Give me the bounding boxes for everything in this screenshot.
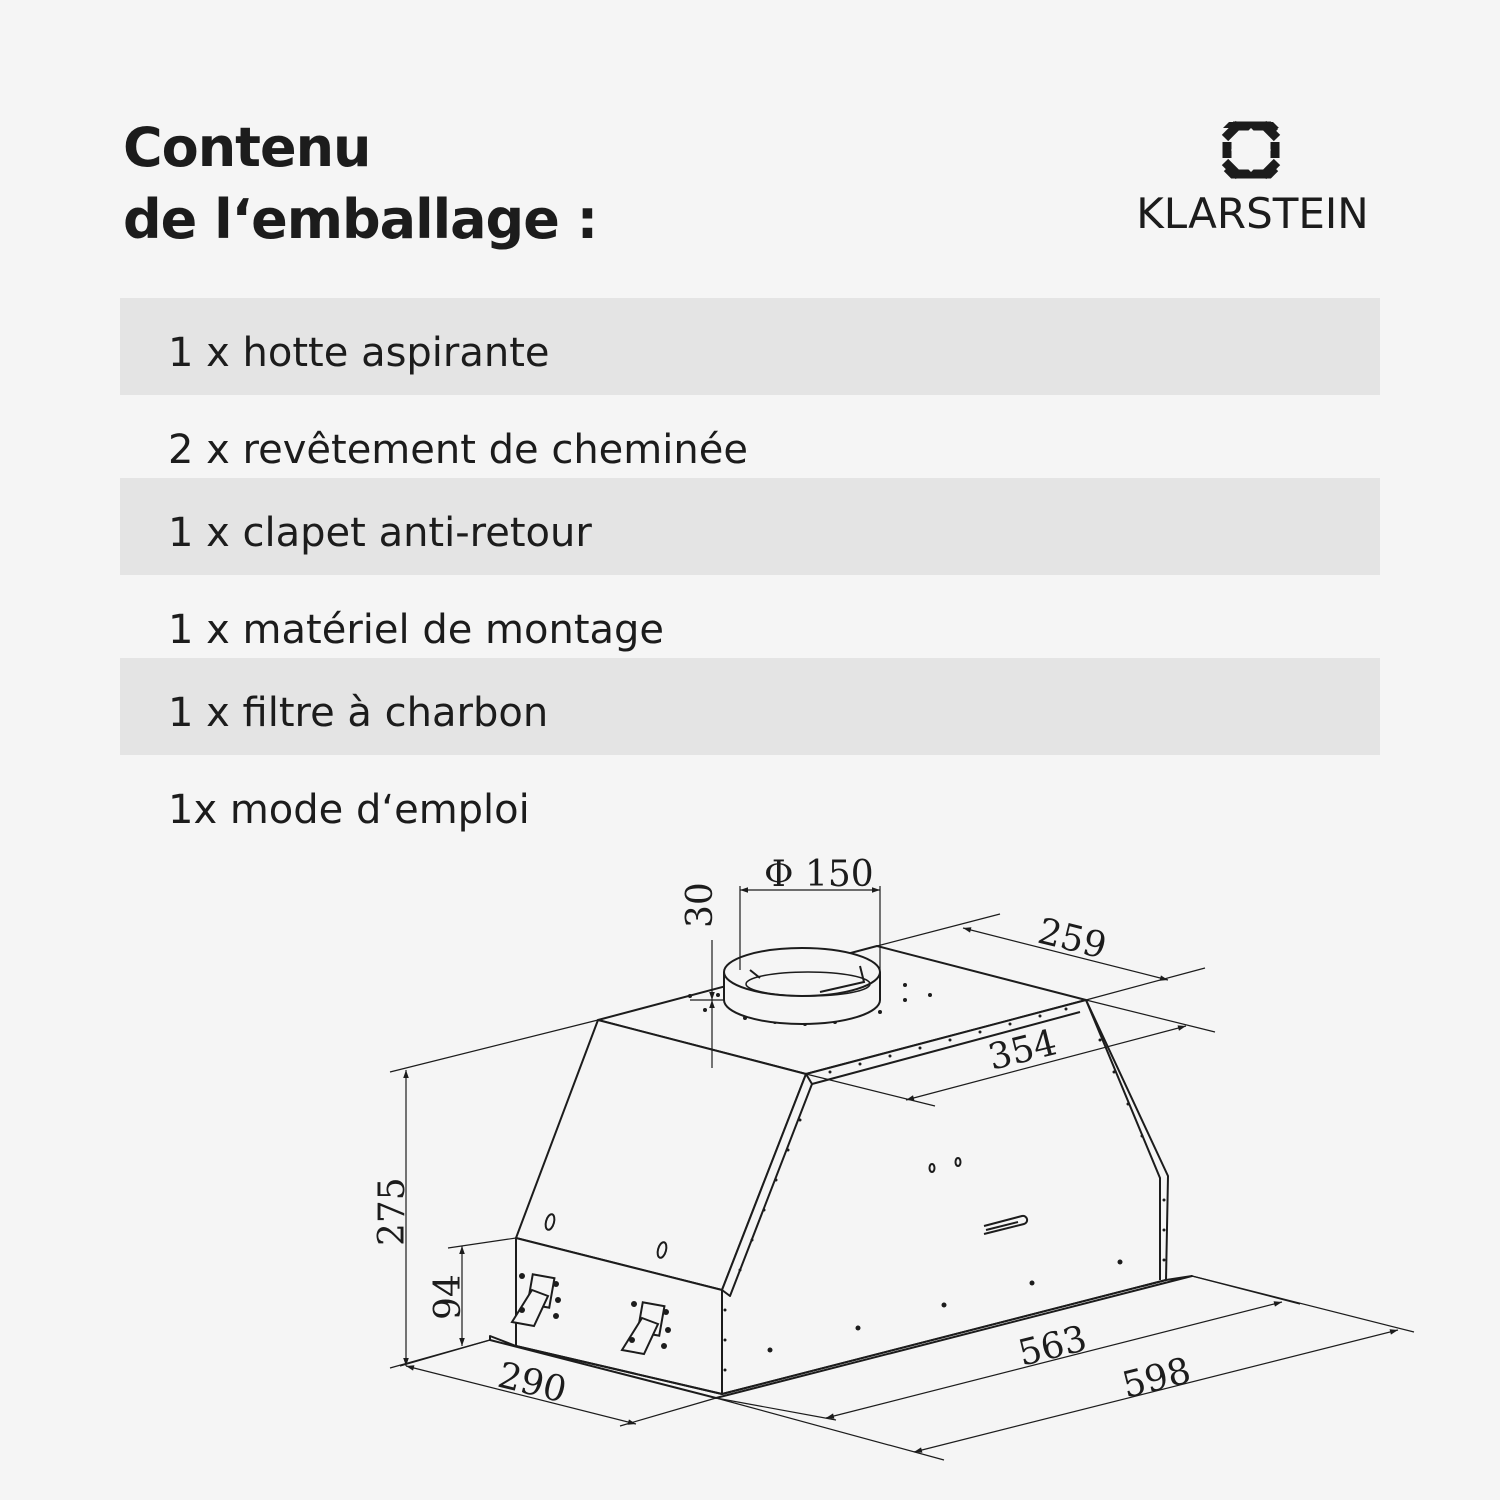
- dimension-label-height: 275: [372, 1177, 413, 1246]
- klarstein-diamond-icon: [1221, 120, 1281, 180]
- dimension-label-width: 598: [1118, 1350, 1195, 1406]
- list-item: 2 x revêtement de cheminée: [168, 427, 748, 473]
- dimension-label-top-depth: 259: [1034, 911, 1111, 967]
- list-item: 1x mode d‘emploi: [168, 787, 530, 833]
- package-contents-list: 1 x hotte aspirante 2 x revêtement de ch…: [120, 298, 1380, 838]
- dimension-label-collar-height: 30: [680, 882, 721, 928]
- mounting-holes: [544, 1157, 1029, 1259]
- dimension-label-front-panel-height: 94: [428, 1274, 469, 1320]
- brand: KLARSTEIN: [1120, 115, 1385, 245]
- page-title-line-2: de l‘emballage :: [123, 188, 598, 251]
- page-title-line-1: Contenu: [123, 116, 372, 179]
- list-item: 1 x clapet anti-retour: [120, 478, 1380, 575]
- brand-name: KLARSTEIN: [1136, 189, 1369, 238]
- dimension-label-duct-diameter: Φ 150: [764, 854, 874, 895]
- page-title: Contenu de l‘emballage :: [123, 112, 598, 256]
- list-item: 1 x filtre à charbon: [120, 658, 1380, 755]
- control-switches: [510, 1273, 671, 1356]
- dimension-label-inner-width: 563: [1014, 1318, 1091, 1374]
- dimension-lines: [389, 886, 1415, 1461]
- range-hood-dimension-drawing: Φ 150 30 259 354 275 94 290 563 598: [372, 854, 1415, 1461]
- duct-collar: [723, 947, 881, 1025]
- dimension-label-depth: 290: [494, 1355, 571, 1411]
- list-item: 1 x hotte aspirante: [120, 298, 1380, 395]
- list-item: 1 x matériel de montage: [168, 607, 665, 653]
